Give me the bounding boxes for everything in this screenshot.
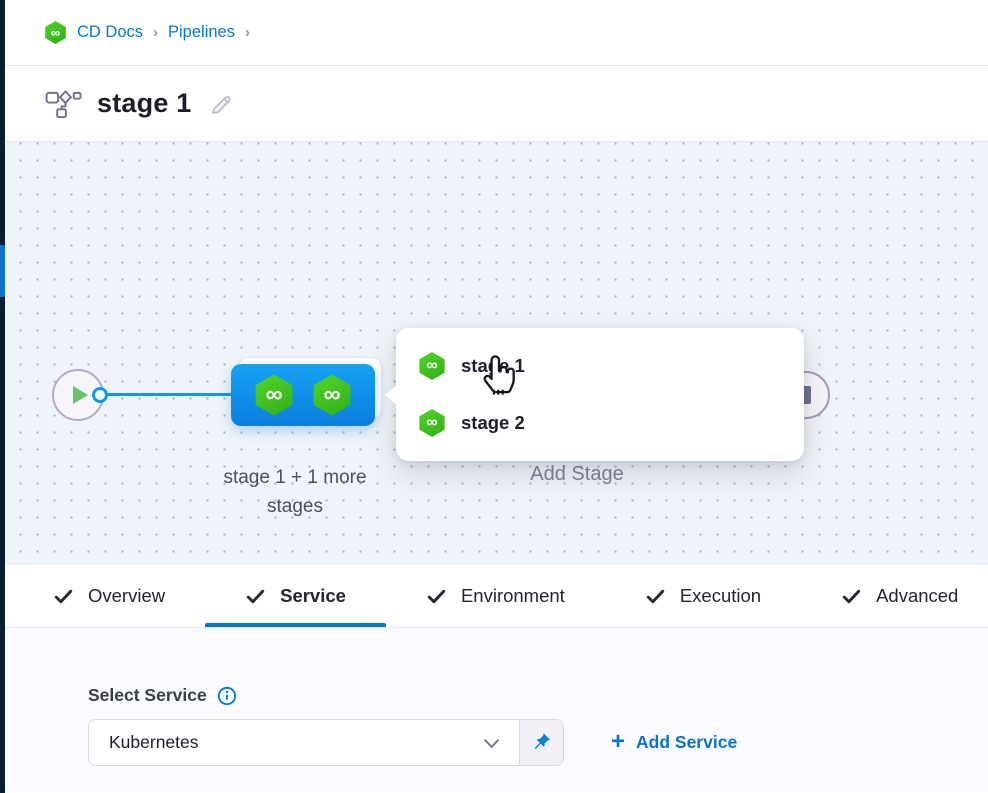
- cd-stage-icon: stage 2∞: [419, 409, 445, 437]
- plus-icon: +: [611, 727, 626, 755]
- tab-service[interactable]: Service: [205, 565, 386, 627]
- infinity-glyph: ∞: [50, 25, 61, 40]
- tab-label: Execution: [679, 585, 762, 606]
- pin-icon: [534, 733, 551, 749]
- add-service-button[interactable]: + Add Service: [611, 727, 738, 755]
- tab-label: Environment: [460, 585, 565, 606]
- breadcrumb-link-pipelines[interactable]: Pipelines: [168, 23, 235, 41]
- play-icon: [73, 386, 88, 404]
- stage-group-popup: ∞ stage 1 stage 2∞ stage 2: [385, 328, 804, 461]
- infinity-glyph: ∞: [426, 357, 438, 374]
- stop-icon: [801, 386, 811, 404]
- check-icon: [646, 589, 664, 603]
- left-nav-active-indicator: [0, 245, 5, 297]
- pipeline-icon: [45, 89, 82, 119]
- check-icon: [246, 589, 265, 603]
- tab-label: Service: [280, 585, 346, 606]
- cd-stage-icon: ∞: [313, 374, 351, 416]
- service-select-value[interactable]: Kubernetes: [89, 720, 519, 765]
- tab-label: Overview: [88, 585, 166, 606]
- service-select: Kubernetes: [88, 719, 564, 766]
- pin-service-button[interactable]: [519, 720, 563, 765]
- stage-tab-bar: Overview Service Environment Execution A…: [5, 564, 988, 628]
- infinity-glyph: ∞: [265, 381, 283, 408]
- popup-item-stage-2[interactable]: stage 2∞ stage 2: [418, 409, 804, 437]
- tab-execution[interactable]: Execution: [605, 565, 801, 627]
- add-stage-label: Add Stage: [530, 463, 624, 485]
- breadcrumb-link-project[interactable]: CD Docs: [77, 23, 144, 41]
- tab-overview[interactable]: Overview: [13, 565, 205, 627]
- connector-port: [92, 387, 108, 403]
- breadcrumb: ∞ CD Docs › Pipelines ›: [5, 0, 988, 66]
- info-icon[interactable]: [217, 686, 237, 706]
- select-service-label: Select Service: [88, 685, 207, 705]
- chevron-down-icon: [483, 732, 500, 749]
- stage-group-label: stage 1 + 1 more stages: [223, 467, 367, 518]
- check-icon: [427, 589, 446, 603]
- cd-module-icon: ∞: [45, 21, 66, 44]
- service-panel: Select Service Kubernetes: [5, 628, 988, 791]
- infinity-glyph: ∞: [426, 414, 438, 431]
- chevron-right-icon: ›: [244, 24, 250, 41]
- cd-stage-icon: ∞: [255, 374, 293, 416]
- popup-arrow: [385, 385, 397, 405]
- page-header: stage 1: [5, 66, 988, 142]
- left-nav-strip: [0, 0, 5, 793]
- connector-line: [108, 393, 232, 396]
- chevron-right-icon: ›: [153, 24, 159, 41]
- check-icon: [54, 589, 73, 603]
- infinity-glyph: ∞: [323, 381, 341, 408]
- edit-pencil-icon[interactable]: [209, 92, 234, 117]
- hand-cursor-icon: [483, 355, 515, 395]
- tab-advanced[interactable]: Advanced: [801, 565, 988, 627]
- tab-environment[interactable]: Environment: [386, 565, 605, 627]
- page-title: stage 1: [97, 88, 192, 118]
- tab-label: Advanced: [876, 585, 959, 606]
- pipeline-canvas[interactable]: ∞ ∞ stage 1 + 1 more stages Add Stage ∞ …: [5, 142, 988, 564]
- cd-stage-icon: ∞: [419, 352, 445, 380]
- stage-group-node[interactable]: ∞ ∞: [231, 364, 375, 426]
- check-icon: [842, 589, 861, 603]
